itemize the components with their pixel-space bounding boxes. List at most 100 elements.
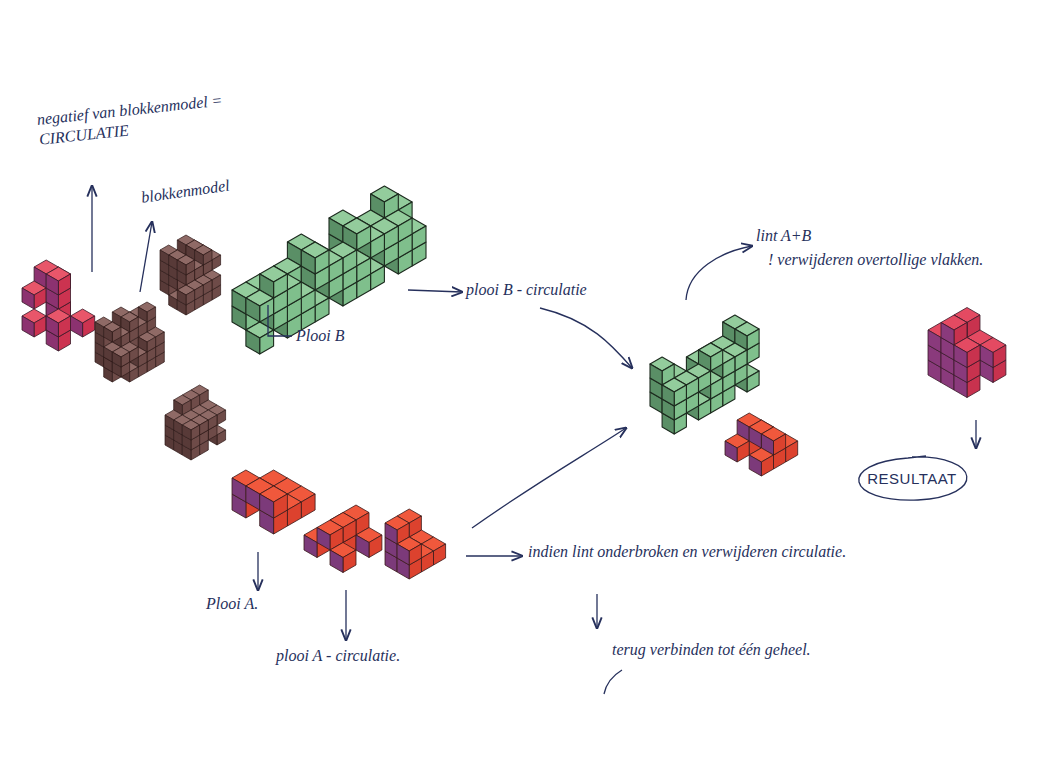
block-face — [434, 544, 446, 565]
block-face — [371, 234, 385, 258]
block-face — [967, 345, 980, 368]
block-face — [385, 523, 397, 544]
block-face — [130, 367, 139, 382]
block-face — [409, 516, 421, 537]
block-face — [203, 280, 212, 295]
block-face — [260, 298, 274, 322]
block-face — [711, 350, 723, 371]
block-face — [58, 316, 70, 337]
block-face — [357, 226, 371, 250]
handwritten-note: negatief van blokkenmodel = CIRCULATIE — [36, 85, 279, 150]
block-face — [409, 544, 421, 565]
block-face — [356, 535, 369, 558]
block-model — [725, 413, 798, 476]
block-model — [385, 509, 446, 579]
leader-arrow — [686, 246, 752, 300]
leader-arrow — [540, 308, 632, 368]
block-face — [130, 347, 139, 362]
block-face — [232, 290, 246, 314]
block-face — [191, 425, 200, 440]
block-face — [954, 345, 967, 368]
block-face — [186, 260, 195, 275]
block-face — [317, 528, 330, 551]
handwritten-note: blokkenmodel — [140, 166, 301, 208]
block-face — [749, 455, 761, 476]
block-face — [246, 298, 260, 322]
block-face — [46, 274, 58, 295]
block-face — [274, 274, 288, 298]
block-face — [723, 357, 735, 378]
block-face — [260, 330, 274, 354]
result-ellipse: RESULTAAT — [839, 455, 985, 502]
leader-arrow — [345, 590, 346, 640]
block-model — [22, 260, 95, 351]
block-model — [650, 315, 759, 434]
block-face — [274, 494, 288, 518]
block-face — [315, 250, 329, 274]
handwritten-note: plooi B - circulatie — [466, 280, 666, 300]
block-face — [83, 316, 95, 337]
block-face — [34, 288, 46, 309]
block-face — [212, 275, 221, 290]
block-face — [71, 316, 83, 337]
block-face — [699, 399, 711, 420]
block-face — [301, 290, 315, 314]
block-face — [186, 290, 195, 305]
block-face — [315, 298, 329, 322]
block-face — [165, 415, 174, 430]
block-face — [147, 337, 156, 352]
block-face — [301, 250, 315, 274]
leader-arrow — [257, 552, 258, 590]
block-face — [747, 371, 759, 392]
leader-arrow — [91, 186, 92, 272]
block-face — [747, 329, 759, 350]
block-face — [121, 352, 130, 367]
block-face — [343, 520, 356, 543]
block-face — [343, 550, 356, 573]
block-model — [232, 186, 426, 354]
block-face — [217, 430, 226, 445]
block-face — [22, 288, 34, 309]
block-face — [412, 226, 426, 250]
block-face — [246, 486, 260, 510]
block-model — [160, 235, 221, 315]
handwritten-note: Plooi A. — [206, 594, 306, 614]
leader-arrow — [975, 420, 976, 448]
block-face — [301, 494, 315, 518]
block-face — [246, 330, 260, 354]
block-face — [217, 410, 226, 425]
block-face — [699, 371, 711, 392]
block-face — [22, 316, 34, 337]
block-face — [650, 364, 662, 385]
block-face — [369, 535, 382, 558]
block-face — [737, 441, 749, 462]
block-face — [287, 502, 301, 526]
handwritten-note: ! verwijderen overtollige vlakken. — [768, 250, 1018, 270]
block-face — [58, 274, 70, 295]
block-face — [993, 345, 1006, 368]
ellipse-stroke — [859, 456, 967, 500]
leader-arrow — [472, 428, 626, 528]
handwritten-note: indien lint onderbroken en verwijderen c… — [528, 542, 848, 562]
block-face — [662, 385, 674, 406]
block-model — [95, 302, 164, 382]
block-face — [208, 415, 217, 430]
block-face — [397, 544, 409, 565]
handwritten-note: plooi A - circulatie. — [276, 646, 476, 666]
block-models — [22, 186, 1006, 579]
block-face — [371, 266, 385, 290]
block-face — [343, 250, 357, 274]
block-face — [928, 330, 941, 353]
block-face — [329, 258, 343, 282]
block-model — [928, 308, 1006, 398]
handwritten-note: lint A+B — [756, 226, 876, 246]
block-face — [711, 378, 723, 399]
block-face — [147, 307, 156, 322]
block-face — [46, 316, 58, 337]
leader-arrow — [408, 290, 462, 292]
block-face — [384, 226, 398, 250]
block-face — [200, 420, 209, 435]
block-face — [104, 327, 113, 342]
block-face — [177, 260, 186, 275]
